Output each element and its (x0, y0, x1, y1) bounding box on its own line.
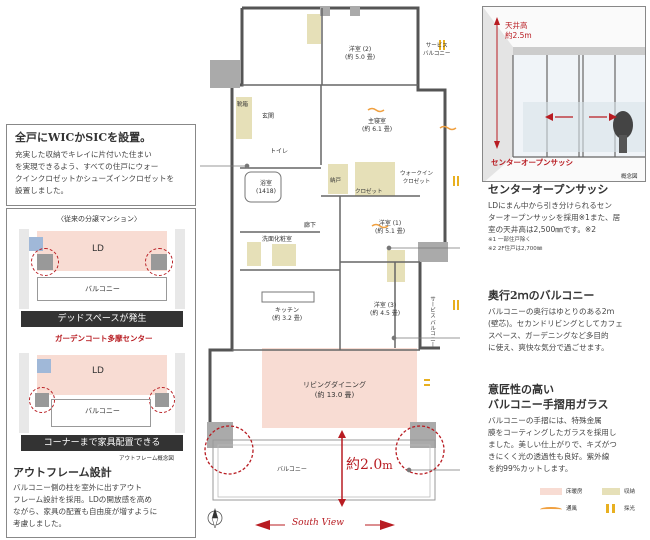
balcony-title: 奥行2ｍのバルコニー (488, 289, 595, 302)
ok-circle-left (29, 387, 55, 413)
glass-line-4: きにくく光の透過性も良好。紫外線 (488, 452, 610, 461)
room-bath: 浴室(1418) (256, 180, 276, 195)
outframe-circle-right (395, 425, 445, 475)
room-master: 主寝室(約 6.1 畳) (362, 118, 393, 133)
wic-line-1: 充実した収納でキレイに片付いた住まい (15, 150, 152, 159)
room-washroom: 洗面化粧室 (262, 236, 293, 243)
outframe-line-3: ながら、家具の配置も自由度が増すように (13, 507, 158, 516)
sash-photo-panel: 天井高約2.5m センターオープンサッシ 概念図 (482, 6, 646, 182)
balcony-line-1: バルコニーの奥行はゆとりのある2ｍ (488, 307, 615, 316)
conventional-caption: 〈従来の分譲マンション〉 (57, 215, 141, 223)
south-view-label: South View (292, 518, 344, 528)
legend: 床暖房 収納 通風 採光 (540, 488, 650, 528)
sash-note-2: ※2 2F住戸は2,700㎜ (488, 246, 543, 252)
glass-line-3: ました。美しい仕上がりで、キズがつ (488, 440, 617, 449)
outframe-line-4: 考慮しました。 (13, 519, 67, 528)
room-living: リビングダイニング(約 13.0 畳) (303, 381, 366, 399)
glass-line-5: を約99%カットします。 (488, 464, 573, 473)
balcony-line-2: (壁芯)。セカンドリビングとしてカフェ (488, 319, 623, 328)
glass-line-1: バルコニーの手摺には、特殊金属 (488, 416, 602, 425)
outframe-circle-left (204, 425, 254, 475)
wic-line-2: を実現できるよう、すべての住戸にウォー (15, 162, 159, 171)
sash-line-3: 室の天井高は2,500㎜です。※2 (488, 225, 597, 234)
room-storage: 納戸 (330, 178, 342, 184)
sash-illustration (483, 7, 645, 181)
room-hall: 廊下 (304, 222, 317, 229)
outframe-figure-note: アウトフレーム概念図 (119, 456, 174, 462)
glass-title-2: バルコニー手摺用ガラス (488, 398, 609, 411)
room-balcony: バルコニー (277, 466, 307, 473)
room-kitchen: キッチン(約 3.2 畳) (272, 307, 303, 322)
room-service-balcony: サービスバルコニー (423, 43, 451, 57)
sash-photo-note: 概念図 (621, 174, 638, 180)
wic-callout: 全戸にWICかSICを設置。 充実した収納でキレイに片付いた住まい を実現できる… (6, 124, 196, 206)
glass-line-2: 膜をコーティングしたガラスを採用し (488, 428, 617, 437)
legend-light: 採光 (624, 506, 636, 512)
floor-plan (204, 6, 459, 530)
outframe-callout: アウトフレーム設計 バルコニー側の柱を室外に出すアウト フレーム設計を採用。LD… (13, 465, 191, 530)
glass-callout: 意匠性の高い バルコニー手摺用ガラス バルコニーの手摺には、特殊金属 膜をコーテ… (488, 382, 648, 475)
legend-wind: 通風 (566, 506, 578, 512)
sash-line-1: LDにまん中から引き分けられるセン (488, 201, 612, 210)
room-western1: 洋室 (1)(約 5.1 畳) (375, 220, 406, 235)
room-wic: ウォークインクロゼット (400, 171, 434, 185)
glass-title-1: 意匠性の高い (488, 383, 554, 396)
outframe-line-2: フレーム設計を採用。LDの開放感を高め (13, 495, 152, 504)
room-western2: 洋室 (2)(約 5.0 畳) (345, 46, 376, 61)
garden-caption: ガーデンコート多摩センター (55, 334, 153, 343)
ceiling-label: 天井高約2.5m (505, 21, 532, 40)
balcony-callout: 奥行2ｍのバルコニー バルコニーの奥行はゆとりのある2ｍ (壁芯)。セカンドリビ… (488, 288, 648, 354)
balcony-depth: 約2.0m (346, 457, 393, 473)
conventional-balcony: バルコニー (85, 285, 120, 293)
wic-line-3: クインクロゼットかシューズインクロゼットを (15, 174, 175, 183)
balcony-line-3: スペース、ガーデニングなど多目的 (488, 331, 609, 340)
conventional-banner: デッドスペースが発生 (21, 311, 183, 327)
legend-storage: 収納 (624, 489, 636, 495)
wic-title: 全戸にWICかSICを設置。 (15, 131, 152, 144)
ok-circle-right (149, 387, 175, 413)
conventional-ld: LD (92, 244, 104, 254)
room-service-balcony2: サービス バルコニー (429, 296, 435, 348)
wic-line-4: 設置しました。 (15, 186, 69, 195)
room-shoes: 靴箱 (237, 102, 249, 108)
garden-balcony: バルコニー (85, 407, 120, 415)
balcony-line-4: に使え、爽快な気分で過ごせます。 (488, 343, 609, 352)
wind-marks (367, 107, 457, 229)
outframe-title: アウトフレーム設計 (13, 466, 112, 479)
sash-photo-label: センターオープンサッシ (491, 158, 574, 167)
dead-circle-right (145, 248, 173, 276)
legend-floor: 床暖房 (566, 489, 583, 495)
room-closet: クロゼット (355, 189, 383, 195)
sash-title: センターオープンサッシ (488, 183, 609, 196)
compass-icon (207, 508, 223, 529)
room-toilet: トイレ (270, 148, 289, 155)
room-western3: 洋室 (3)(約 4.5 畳) (370, 302, 401, 317)
sash-note-1: ※1 一部住戸除く (488, 237, 531, 243)
dead-circle-left (31, 248, 59, 276)
sash-callout: センターオープンサッシ LDにまん中から引き分けられるセン ターオープンサッシを… (488, 182, 648, 254)
outframe-line-1: バルコニー側の柱を室外に出すアウト (13, 483, 142, 492)
garden-ld: LD (92, 366, 104, 376)
outframe-panel: 〈従来の分譲マンション〉 LD バルコニー デッドスペースが発生 ガーデンコート… (6, 208, 196, 538)
garden-banner: コーナーまで家具配置できる (21, 435, 183, 451)
light-marks (424, 40, 459, 386)
room-entrance: 玄関 (262, 113, 275, 120)
sash-line-2: ターオープンサッシを採用※1また、居 (488, 213, 621, 222)
